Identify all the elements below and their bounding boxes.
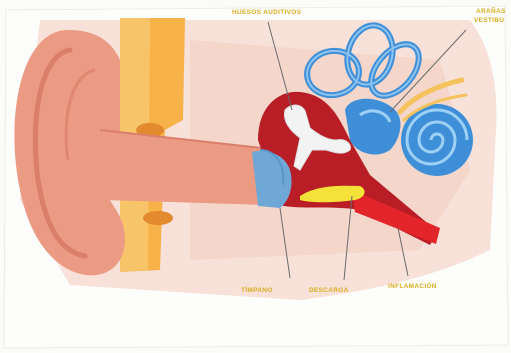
label-vestibulo-2: VESTIBU xyxy=(474,17,504,24)
label-huesos-auditivos: HUESOS AUDITIVOS xyxy=(232,9,301,16)
label-inflamacion: INFLAMACIÓN xyxy=(388,283,437,290)
label-timpano: TÍMPANO xyxy=(241,287,273,294)
label-descarga: DESCARGA xyxy=(309,287,349,294)
label-vestibulo-1: ARAÑAS xyxy=(476,8,506,15)
